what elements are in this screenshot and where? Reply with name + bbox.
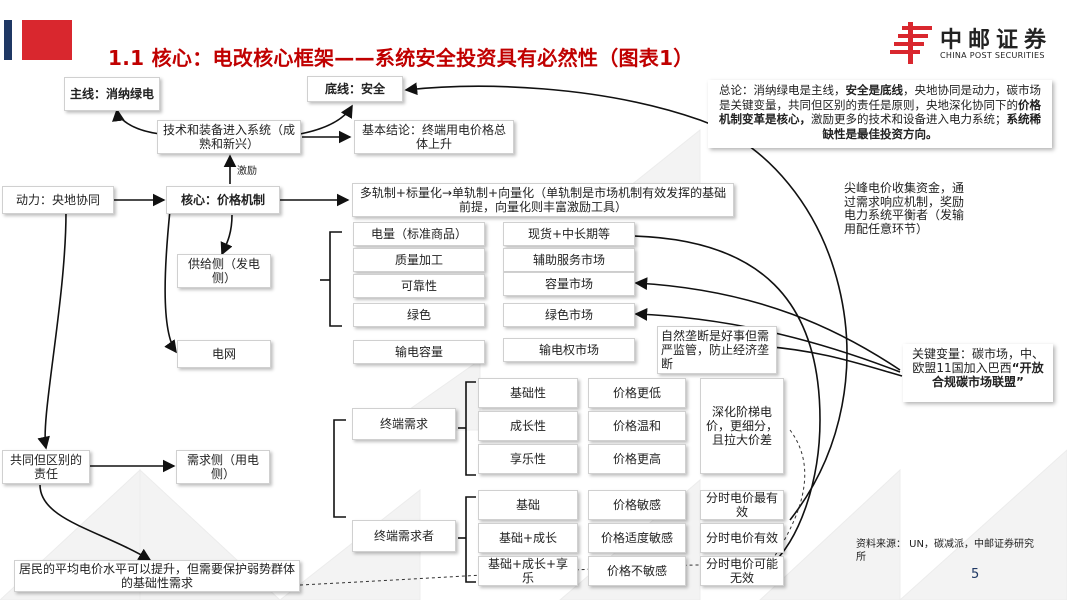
node-price-sensitive: 价格敏感	[588, 490, 686, 520]
node-ancillary: 辅助服务市场	[503, 248, 635, 272]
peak-price-note: 尖峰电价收集资金，通过需求响应机制，奖励电力系统平衡者（发输用配任意环节）	[844, 181, 965, 236]
node-green: 绿色	[353, 303, 485, 327]
summary-bold-1: 安全是底线	[845, 83, 904, 97]
node-price-moderate: 价格适度敏感	[588, 523, 686, 553]
key-variable-bold: “开放合规碳市场联盟”	[932, 361, 1044, 389]
header-accent-blue	[4, 20, 12, 60]
summary-text-1: 总论：消纳绿电是主线，	[719, 83, 846, 97]
node-demand: 需求侧（用电侧）	[176, 450, 270, 484]
logo-mark-icon	[890, 22, 932, 64]
node-driver: 动力：央地协同	[2, 186, 114, 214]
node-price-mild: 价格温和	[588, 411, 686, 441]
node-quality: 质量加工	[353, 248, 485, 272]
node-bottomline: 底线：安全	[307, 76, 403, 102]
node-core: 核心：价格机制	[166, 186, 280, 214]
node-supply: 供给侧（发电侧）	[177, 254, 271, 288]
node-natural-monopoly: 自然垄断是好事但需严监管，防止经济垄断	[657, 326, 777, 374]
node-end-user: 终端需求者	[352, 520, 456, 552]
node-growth-property: 成长性	[478, 411, 578, 441]
node-tech: 技术和装备进入系统（成熟和新兴）	[157, 120, 301, 154]
summary-text-3: 激励更多的技术和设备进入电力系统；	[811, 112, 1007, 126]
node-basic: 基础	[478, 490, 578, 520]
node-price-lower: 价格更低	[588, 378, 686, 408]
node-end-demand: 终端需求	[352, 408, 456, 440]
summary-text-2: ，央地协同是动力，碳市场是关键变量，共同但区别的责任是原则，央地深化协同下的	[719, 83, 1041, 112]
logo-text-en: CHINA POST SECURITIES	[940, 51, 1045, 60]
node-price-higher: 价格更高	[588, 444, 686, 474]
node-basic-growth: 基础+成长	[478, 523, 578, 553]
node-mainline: 主线：消纳绿电	[64, 77, 160, 111]
key-variable-text: 关键变量：碳市场，中、欧盟11国加入巴西	[911, 347, 1044, 375]
node-resident-price: 居民的平均电价水平可以提升，但需要保护弱势群体的基础性需求	[14, 560, 300, 592]
label-incentive: 激励	[237, 166, 257, 177]
node-spot: 现货+中长期等	[503, 222, 635, 246]
page-number: 5	[971, 567, 980, 582]
node-transmission-capacity: 输电容量	[353, 340, 485, 364]
logo-text-cn: 中邮证券	[940, 28, 1053, 53]
node-price-insensitive: 价格不敏感	[588, 556, 686, 586]
source-note: 资料来源： UN，碳减派，中邮证券研究所	[856, 539, 1034, 563]
node-tou-maybe-ineffective: 分时电价可能无效	[700, 556, 784, 586]
node-deepen-tiered-pricing: 深化阶梯电价，更细分，且拉大价差	[700, 378, 784, 474]
summary-bold-2: 价格机制变革是核心，	[719, 97, 1041, 127]
key-variable-box: 关键变量：碳市场，中、欧盟11国加入巴西“开放合规碳市场联盟”	[903, 344, 1053, 402]
node-tou-effective: 分时电价有效	[700, 523, 784, 553]
brand-logo: 中邮证券 CHINA POST SECURITIES	[890, 22, 1060, 64]
summary-bold-3: 系统稀缺性是最佳投资方向。	[822, 112, 1042, 141]
node-multi-track: 多轨制+标量化→单轨制+向量化（单轨制是市场机制有效发挥的基础前提，向量化则丰富…	[352, 183, 734, 217]
node-green-market: 绿色市场	[503, 303, 635, 327]
node-basic-property: 基础性	[478, 378, 578, 408]
node-common-responsibility: 共同但区别的责任	[2, 450, 90, 484]
node-grid: 电网	[177, 340, 271, 368]
node-basic-growth-enjoy: 基础+成长+享乐	[478, 556, 578, 586]
node-basic-conclusion: 基本结论：终端用电价格总体上升	[354, 120, 514, 154]
node-enjoy-property: 享乐性	[478, 444, 578, 474]
node-tou-most-effective: 分时电价最有效	[700, 490, 784, 520]
page-title: 1.1 核心：电改核心框架——系统安全投资具有必然性（图表1）	[108, 46, 694, 70]
header-accent-red	[22, 20, 72, 60]
node-energy: 电量（标准商品）	[353, 222, 485, 246]
node-capacity-market: 容量市场	[503, 272, 635, 296]
node-reliable: 可靠性	[353, 274, 485, 298]
summary-box: 总论：消纳绿电是主线，安全是底线，央地协同是动力，碳市场是关键变量，共同但区别的…	[708, 80, 1052, 148]
node-transmission-rights: 输电权市场	[503, 338, 635, 362]
